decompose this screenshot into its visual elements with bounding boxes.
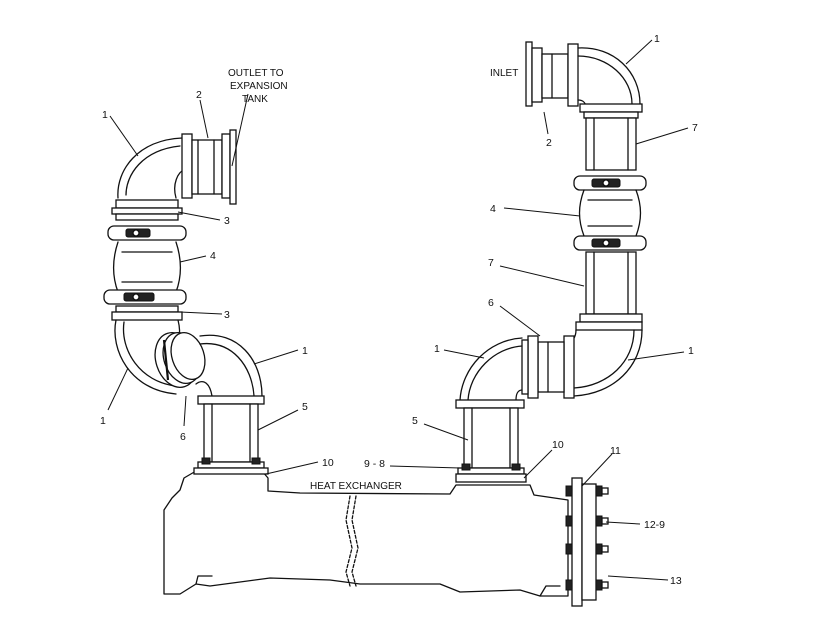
callout-numbers: 1 2 3 4 3 1 6 1 5 10 1 2 7 4 7 6 1 1 5 9… (100, 33, 698, 587)
callout-5-right: 5 (412, 415, 418, 427)
callout-4-right: 4 (490, 203, 496, 215)
callout-5-left: 5 (302, 401, 308, 413)
callout-6-left: 6 (180, 431, 186, 443)
callout-2-right: 2 (546, 137, 552, 149)
text-labels: OUTLET TO EXPANSION TANK INLET (228, 68, 518, 105)
left-outlet-assembly (103, 129, 269, 475)
callout-10-left: 10 (322, 457, 334, 469)
callout-1-bottom-left: 1 (100, 415, 106, 427)
callout-1-top-right: 1 (654, 33, 660, 45)
callout-9-8: 9 - 8 (364, 458, 385, 470)
callout-3-upper: 3 (224, 215, 230, 227)
callout-13: 13 (670, 575, 682, 587)
callout-1-top-left: 1 (102, 109, 108, 121)
heat-exchanger-body: HEAT EXCHANGER (163, 470, 569, 597)
callout-2-left: 2 (196, 89, 202, 101)
callout-3-lower: 3 (224, 309, 230, 321)
callout-7-lower: 7 (488, 257, 494, 269)
callout-10-right: 10 (552, 439, 564, 451)
callout-11: 11 (610, 445, 621, 457)
leader-lines (107, 39, 689, 581)
inlet-label: INLET (490, 68, 518, 79)
outlet-label-line1: OUTLET TO (228, 68, 284, 79)
callout-1-right-left: 1 (434, 343, 440, 355)
callout-6-right: 6 (488, 297, 494, 309)
outlet-label-line3: TANK (242, 94, 268, 105)
callout-1-mid-left: 1 (302, 345, 308, 357)
callout-1-right-right: 1 (688, 345, 694, 357)
side-flange-bolts (565, 485, 609, 591)
outlet-label-line2: EXPANSION (230, 81, 288, 92)
right-inlet-assembly (455, 41, 647, 607)
callout-7-upper: 7 (692, 122, 698, 134)
heat-exchanger-label: HEAT EXCHANGER (310, 481, 402, 492)
callout-4-left: 4 (210, 250, 216, 262)
callout-12-9: 12-9 (644, 519, 665, 531)
